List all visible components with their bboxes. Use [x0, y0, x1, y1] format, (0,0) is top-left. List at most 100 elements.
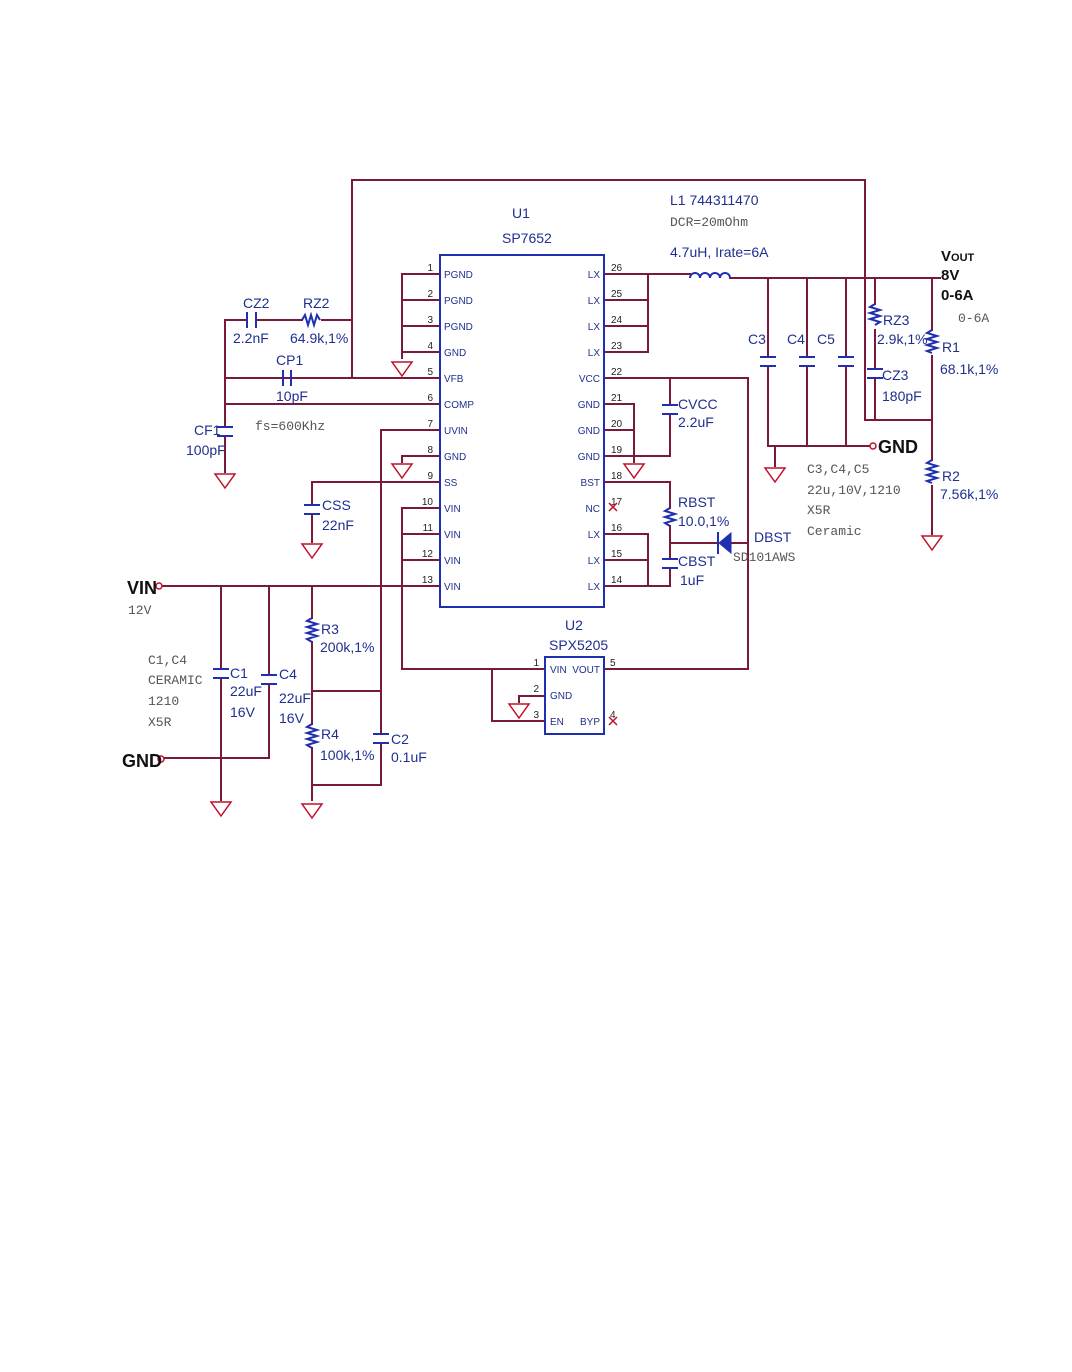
c1-volts: 16V — [230, 704, 256, 720]
cp1-value: 10pF — [276, 388, 308, 404]
ground-icon — [623, 463, 645, 479]
pin-number: 25 — [611, 289, 623, 300]
pin-name: BYP — [580, 717, 600, 728]
resistor-rbst: RBST 10.0,1% — [661, 494, 729, 529]
pin-number: 23 — [611, 341, 623, 352]
cf1-ref: CF1 — [194, 422, 221, 438]
cvcc-value: 2.2uF — [678, 414, 714, 430]
r3-ref: R3 — [321, 621, 339, 637]
capacitor-c1: C1 22uF 16V — [213, 665, 262, 720]
pin-number: 9 — [427, 471, 433, 482]
vout-range-ghost: 0-6A — [958, 311, 989, 326]
capacitor-css: CSS 22nF — [304, 497, 354, 533]
pin-name: NC — [586, 504, 600, 515]
output-gnd-label: GND — [878, 437, 918, 457]
rz2-value: 64.9k,1% — [290, 330, 348, 346]
ground-icon — [210, 801, 232, 817]
ground-icon — [301, 543, 323, 559]
pin-name: LX — [588, 296, 601, 307]
c3-ref: C3 — [748, 331, 766, 347]
l1-label: L1 744311470 — [670, 192, 759, 208]
capacitor-c2: C2 0.1uF — [373, 731, 427, 765]
u1-right-pins: 26LX25LX24LX23LX22VCC21GND20GND19GND18BS… — [578, 263, 623, 593]
pin-number: 20 — [611, 419, 623, 430]
pin-name: VIN — [444, 556, 461, 567]
c4in-ref: C4 — [279, 666, 297, 682]
pin-number: 6 — [427, 393, 433, 404]
l1-value: 4.7uH, Irate=6A — [670, 244, 769, 260]
cz3-ref: CZ3 — [882, 367, 909, 383]
input-gnd-label: GND — [122, 751, 162, 771]
cf1-value: 100pF — [186, 442, 226, 458]
ground-icon — [391, 463, 413, 479]
cvcc-ref: CVCC — [678, 396, 718, 412]
vin-volts: 12V — [128, 603, 152, 618]
c1-ref: C1 — [230, 665, 248, 681]
pin-name: GND — [578, 426, 600, 437]
pin-name: GND — [578, 452, 600, 463]
l1-dcr: DCR=20mOhm — [670, 215, 748, 230]
pin-name: LX — [588, 582, 601, 593]
pin-name: COMP — [444, 400, 474, 411]
pin-name: VFB — [444, 374, 464, 385]
cbst-value: 1uF — [680, 572, 704, 588]
in-caps-note-4: X5R — [148, 715, 172, 730]
c2-ref: C2 — [391, 731, 409, 747]
capacitor-c4-input: C4 22uF 16V — [261, 666, 311, 726]
in-caps-note-3: 1210 — [148, 694, 179, 709]
r3-value: 200k,1% — [320, 639, 374, 655]
pin-number: 15 — [611, 549, 623, 560]
pin-number: 10 — [422, 497, 434, 508]
capacitor-cz3: CZ3 180pF — [867, 367, 922, 404]
pin-name: SS — [444, 478, 458, 489]
diode-dbst: DBST SD101AWS — [717, 529, 796, 565]
c4in-value: 22uF — [279, 690, 311, 706]
in-caps-note-2: CERAMIC — [148, 673, 203, 688]
pin-number: 3 — [427, 315, 433, 326]
pin-name: LX — [588, 348, 601, 359]
pin-name: PGND — [444, 322, 473, 333]
vout-range: 0-6A — [941, 287, 974, 304]
pin-name: GND — [444, 452, 466, 463]
pin-name: BST — [581, 478, 600, 489]
pin-number: 19 — [611, 445, 623, 456]
output-gnd-terminal: GND — [869, 437, 918, 457]
u2-ref: U2 — [565, 617, 583, 633]
pin-name: VCC — [579, 374, 600, 385]
pin-number: 3 — [533, 710, 539, 721]
rz3-ref: RZ3 — [883, 312, 910, 328]
pin-number: 2 — [427, 289, 433, 300]
rbst-ref: RBST — [678, 494, 716, 510]
c5-ref: C5 — [817, 331, 835, 347]
c2-value: 0.1uF — [391, 749, 427, 765]
pin-name: VIN — [444, 582, 461, 593]
capacitor-cf1: CF1 100pF — [186, 422, 233, 458]
c4-ref: C4 — [787, 331, 805, 347]
resistor-rz3: RZ3 2.9k,1% — [866, 303, 928, 347]
pin-number: 21 — [611, 393, 623, 404]
vout-volts: 8V — [941, 267, 959, 284]
cp1-ref: CP1 — [276, 352, 303, 368]
out-caps-note-2: 22u,10V,1210 — [807, 483, 901, 498]
css-ref: CSS — [322, 497, 351, 513]
input-caps-note: C1,C4 CERAMIC 1210 X5R — [148, 653, 203, 730]
pin-name: GND — [550, 691, 572, 702]
u1-chip: U1 SP7652 1PGND2PGND3PGND4GND5VFB6COMP7U… — [422, 205, 623, 608]
ground-icon — [214, 473, 236, 489]
pin-number: 18 — [611, 471, 623, 482]
pin-name: LX — [588, 270, 601, 281]
r1-value: 68.1k,1% — [940, 361, 998, 377]
pin-number: 4 — [427, 341, 433, 352]
capacitor-cvcc: CVCC 2.2uF — [662, 396, 718, 430]
c4in-volts: 16V — [279, 710, 305, 726]
dbst-ref: DBST — [754, 529, 792, 545]
pin-name: LX — [588, 530, 601, 541]
pin-name: VOUT — [572, 665, 600, 676]
resistor-rz2: RZ2 64.9k,1% — [290, 295, 348, 346]
vout-label: VOUT 8V 0-6A 0-6A — [941, 248, 989, 326]
pin-number: 24 — [611, 315, 623, 326]
